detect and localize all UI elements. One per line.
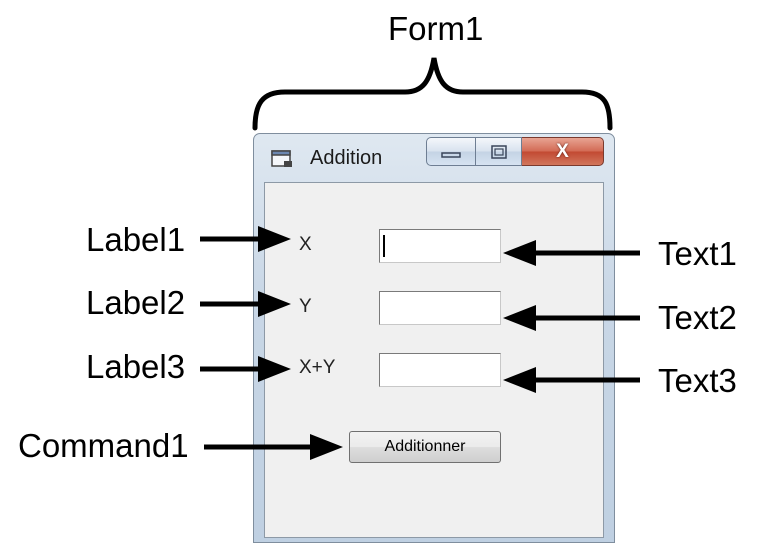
y-label: Y [299, 296, 312, 317]
annotation-text2: Text2 [658, 299, 737, 336]
title-bar[interactable]: Addition X [254, 134, 614, 184]
form-client-area: X Y X+Y Additionner [264, 182, 604, 538]
annotation-label1: Label1 [86, 221, 186, 258]
close-button[interactable]: X [522, 137, 604, 166]
x-label: X [299, 234, 312, 255]
annotation-label2: Label2 [86, 284, 186, 321]
text3-input[interactable] [379, 353, 501, 387]
window-app-icon [271, 150, 292, 167]
close-icon: X [556, 140, 569, 162]
caption-buttons: X [426, 137, 604, 166]
addition-window: Addition X X Y X+Y Additio [253, 133, 615, 543]
form-brace [252, 57, 613, 131]
sum-label: X+Y [299, 357, 336, 378]
annotation-text1: Text1 [658, 235, 737, 272]
maximize-icon [490, 144, 507, 159]
window-title: Addition [310, 147, 383, 169]
maximize-button[interactable] [476, 137, 522, 166]
annotation-form1: Form1 [388, 10, 484, 47]
additionner-button[interactable]: Additionner [349, 431, 501, 463]
minimize-button[interactable] [426, 137, 476, 166]
annotation-command1: Command1 [18, 427, 189, 464]
minimize-icon [441, 151, 461, 158]
text1-input[interactable] [379, 229, 501, 263]
text2-input[interactable] [379, 291, 501, 325]
annotation-text3: Text3 [658, 362, 737, 399]
text-caret [383, 235, 385, 257]
annotation-label3: Label3 [86, 348, 186, 385]
